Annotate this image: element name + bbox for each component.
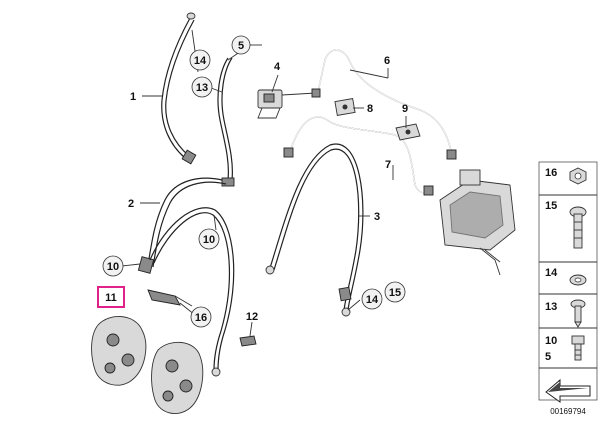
callout-5: 5 — [238, 40, 244, 52]
brake-pipe-6 — [317, 49, 457, 160]
banjo-bolt-icon — [569, 206, 587, 249]
washer-icon — [569, 274, 587, 286]
callout-15: 15 — [389, 287, 401, 299]
callout-8: 8 — [367, 103, 373, 115]
callout-6: 6 — [384, 55, 390, 67]
brake-hose-3 — [265, 143, 364, 317]
brake-hose-1 — [161, 12, 197, 165]
brake-caliper-rear — [91, 316, 147, 386]
callout-14-top: 14 — [194, 55, 207, 67]
brake-pipe-link — [281, 88, 321, 98]
brake-hose-2 — [137, 177, 227, 274]
callout-3: 3 — [374, 211, 380, 223]
brake-pipe-center — [217, 57, 235, 187]
callout-1: 1 — [130, 91, 136, 103]
legend-border — [538, 161, 598, 401]
brake-hose-10 — [149, 207, 235, 377]
distributor-block-4 — [257, 89, 283, 119]
leader-lines — [121, 29, 407, 337]
cap-12 — [239, 335, 257, 347]
document-number: 00169794 — [550, 407, 586, 416]
highlight-box-11 — [97, 286, 125, 308]
legend-item-16: 16 — [545, 167, 557, 179]
callout-12: 12 — [246, 311, 258, 323]
callout-7: 7 — [385, 159, 391, 171]
callout-bubbles: 1 2 3 4 6 7 8 9 5 14 13 10 10 11 16 12 1… — [97, 35, 408, 328]
legend-item-14: 14 — [545, 267, 558, 279]
brake-pipe-7 — [283, 116, 434, 196]
protective-sleeve-16 — [147, 289, 193, 307]
legend-item-13: 13 — [545, 301, 557, 313]
clip-8 — [334, 98, 356, 116]
abs-pressure-modulator — [439, 169, 516, 276]
callout-10-center: 10 — [203, 234, 215, 246]
callout-14-right: 14 — [366, 294, 379, 306]
callout-4: 4 — [274, 61, 281, 73]
legend-item-5: 5 — [545, 351, 551, 363]
callout-11: 11 — [105, 292, 117, 304]
callout-16: 16 — [195, 312, 207, 324]
legend-item-10: 10 — [545, 335, 557, 347]
callout-10-left: 10 — [107, 261, 119, 273]
screw-icon — [570, 299, 586, 328]
callout-9: 9 — [402, 103, 408, 115]
callout-13: 13 — [196, 82, 208, 94]
bolt-icon — [571, 335, 585, 361]
callout-2: 2 — [128, 198, 134, 210]
direction-arrow-icon — [545, 378, 591, 403]
brake-caliper-front — [151, 341, 204, 415]
legend-item-15: 15 — [545, 200, 557, 212]
bracket-9 — [395, 123, 421, 141]
legend-panel: 16 15 14 13 10 5 — [538, 161, 598, 403]
